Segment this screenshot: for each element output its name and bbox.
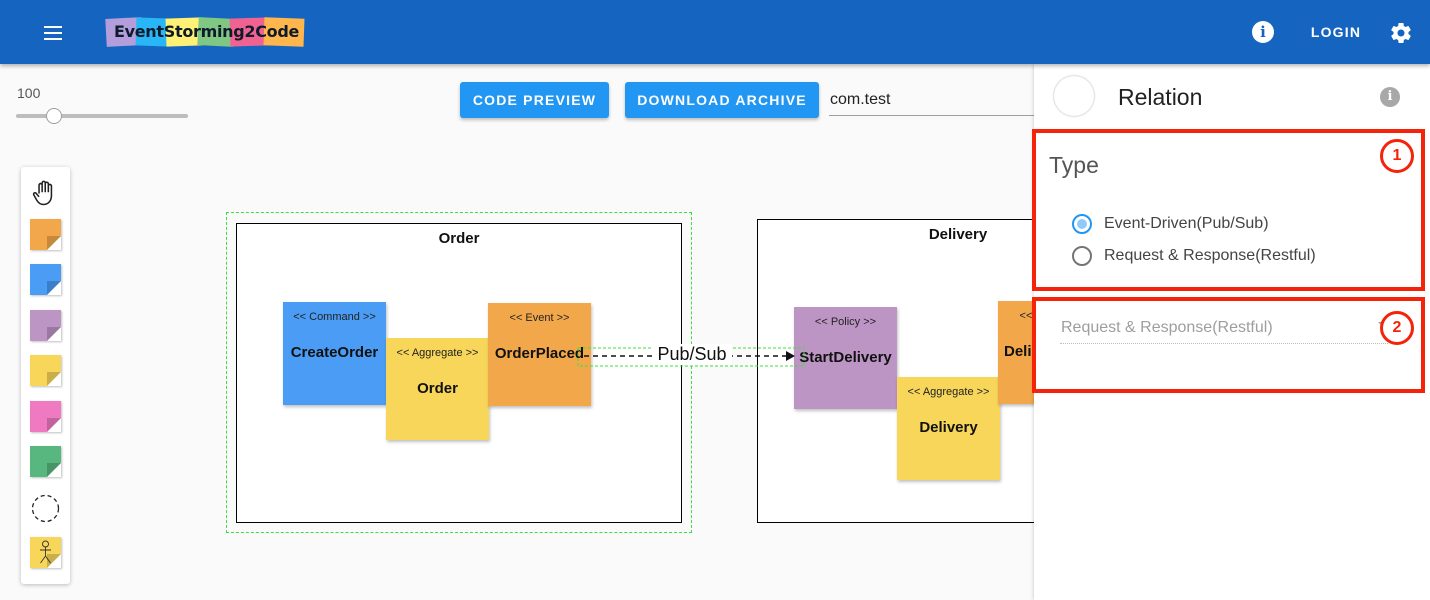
info-icon[interactable]: i (1252, 21, 1274, 43)
zoom-slider[interactable] (16, 105, 188, 127)
info-icon[interactable]: i (1380, 87, 1400, 107)
relation-panel: Relation i 1 Type Event-Driven(Pub/Sub) … (1032, 64, 1430, 600)
menu-icon[interactable] (38, 18, 68, 46)
card-name: CreateOrder (290, 344, 379, 361)
radio-request-response[interactable]: Request & Response(Restful) (1072, 244, 1352, 268)
policy-sticky[interactable] (30, 310, 61, 341)
readmodel-sticky[interactable] (30, 401, 61, 432)
context-label: Delivery (928, 226, 988, 243)
diagram-canvas[interactable]: Order Delivery << Command >> CreateOrder… (0, 64, 1034, 600)
event-card[interactable]: << Event >> Deli (998, 301, 1034, 404)
relation-label[interactable]: Pub/Sub (652, 344, 732, 365)
sticker-palette (21, 167, 70, 584)
package-name-input[interactable] (829, 84, 1039, 116)
card-name: OrderPlaced (494, 345, 585, 362)
card-name: StartDelivery (799, 349, 892, 366)
panel-title: Relation (1118, 84, 1203, 110)
card-stereotype: << Event >> (1019, 310, 1034, 322)
aggregate-sticky[interactable] (30, 355, 61, 386)
zoom-value: 100 (17, 85, 41, 101)
callout-badge-1: 1 (1380, 139, 1414, 173)
radio-event-driven[interactable]: Event-Driven(Pub/Sub) (1072, 212, 1352, 236)
zoom-slider-track (16, 114, 188, 118)
card-name: Delivery (919, 419, 978, 436)
dropdown-value: Request & Response(Restful) (1061, 319, 1273, 336)
card-stereotype: << Command >> (293, 311, 376, 323)
avatar (1054, 76, 1094, 116)
policy-card[interactable]: << Policy >> StartDelivery (794, 307, 897, 409)
type-heading: Type (1049, 152, 1099, 178)
app-logo[interactable]: EventStorming2Code (105, 16, 312, 52)
radio-button-selected[interactable] (1072, 214, 1092, 234)
logo-text: EventStorming2Code (114, 22, 300, 41)
radio-label: Request & Response(Restful) (1104, 247, 1316, 264)
card-stereotype: << Aggregate >> (907, 386, 990, 398)
hand-icon[interactable] (30, 178, 61, 209)
login-button[interactable]: LOGIN (1310, 24, 1362, 40)
card-stereotype: << Event >> (509, 312, 570, 324)
event-card[interactable]: << Event >> OrderPlaced (488, 303, 591, 406)
highlight-box-2 (1032, 297, 1425, 393)
highlight-box-1 (1032, 129, 1425, 291)
card-name: Order (417, 380, 458, 397)
selection-box (226, 212, 692, 533)
card-stereotype: << Aggregate >> (396, 347, 479, 359)
event-sticky[interactable] (30, 219, 61, 250)
zoom-slider-thumb[interactable] (45, 108, 62, 124)
gear-icon[interactable] (1389, 21, 1413, 45)
download-archive-button[interactable]: DOWNLOAD ARCHIVE (625, 82, 819, 118)
command-sticky[interactable] (30, 264, 61, 295)
card-stereotype: << Policy >> (814, 316, 877, 328)
callout-badge-2: 2 (1380, 311, 1414, 345)
aggregate-card[interactable]: << Aggregate >> Delivery (897, 377, 1000, 480)
aggregate-card[interactable]: << Aggregate >> Order (386, 338, 489, 440)
card-name: Deli (1004, 343, 1032, 360)
radio-label: Event-Driven(Pub/Sub) (1104, 215, 1269, 232)
external-sticky[interactable] (30, 446, 61, 477)
app-bar: EventStorming2Code i LOGIN (0, 0, 1430, 64)
command-card[interactable]: << Command >> CreateOrder (283, 302, 386, 405)
relation-type-dropdown[interactable]: Request & Response(Restful) (1060, 312, 1388, 344)
radio-button[interactable] (1072, 246, 1092, 266)
actor-icon (40, 540, 51, 564)
code-preview-button[interactable]: CODE PREVIEW (460, 82, 609, 118)
context-label: Order (438, 230, 480, 247)
actor-sticky[interactable] (30, 537, 61, 568)
boundedcontext-icon[interactable] (30, 493, 61, 524)
